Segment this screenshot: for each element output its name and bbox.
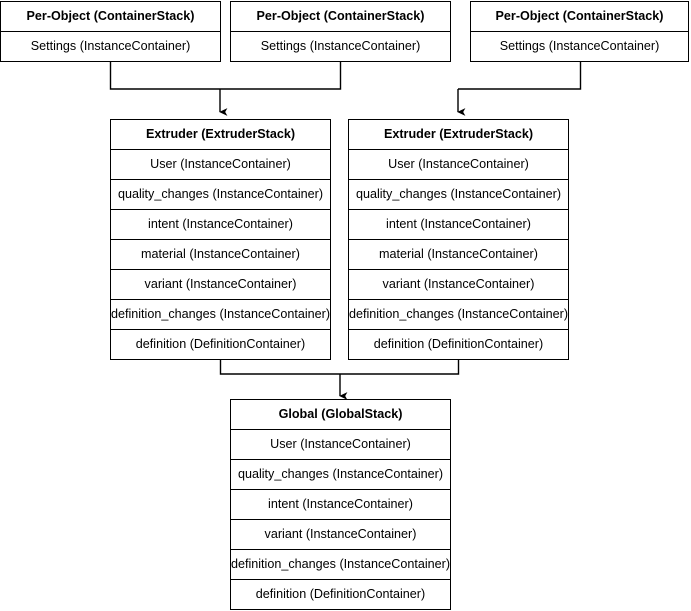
per-object-stack-3[interactable]: Per-Object (ContainerStack) Settings (In… (470, 1, 689, 62)
extruder-stack-right-row-variant: variant (InstanceContainer) (349, 270, 568, 300)
global-stack-header: Global (GlobalStack) (231, 400, 450, 430)
global-stack-row-quality-changes: quality_changes (InstanceContainer) (231, 460, 450, 490)
per-object-stack-2-row-settings: Settings (InstanceContainer) (260, 39, 421, 54)
extruder-stack-left-header: Extruder (ExtruderStack) (111, 120, 330, 150)
extruder-stack-right-row-quality-changes: quality_changes (InstanceContainer) (349, 180, 568, 210)
extruder-stack-right[interactable]: Extruder (ExtruderStack) User (InstanceC… (348, 119, 569, 360)
extruder-stack-right-row-intent: intent (InstanceContainer) (349, 210, 568, 240)
global-stack[interactable]: Global (GlobalStack) User (InstanceConta… (230, 399, 451, 610)
extruder-stack-right-row-user: User (InstanceContainer) (349, 150, 568, 180)
per-object-stack-2-header: Per-Object (ContainerStack) (231, 2, 450, 32)
extruder-stack-left-row-definition: definition (DefinitionContainer) (135, 337, 306, 352)
connector-perobject2-to-extruder-left (220, 62, 342, 90)
global-stack-row-definition: definition (DefinitionContainer) (255, 587, 426, 602)
extruder-stack-left-row-user: User (InstanceContainer) (111, 150, 330, 180)
connector-perobject3-to-extruder-right (458, 62, 582, 90)
extruder-stack-left[interactable]: Extruder (ExtruderStack) User (InstanceC… (110, 119, 331, 360)
global-stack-row-definition-changes: definition_changes (InstanceContainer) (231, 550, 450, 580)
extruder-stack-left-row-definition-changes: definition_changes (InstanceContainer) (111, 300, 330, 330)
global-stack-row-user: User (InstanceContainer) (231, 430, 450, 460)
per-object-stack-2[interactable]: Per-Object (ContainerStack) Settings (In… (230, 1, 451, 62)
extruder-stack-right-row-material: material (InstanceContainer) (349, 240, 568, 270)
per-object-stack-1[interactable]: Per-Object (ContainerStack) Settings (In… (0, 1, 221, 62)
extruder-stack-right-row-definition: definition (DefinitionContainer) (373, 337, 544, 352)
extruder-stack-left-row-quality-changes: quality_changes (InstanceContainer) (111, 180, 330, 210)
connector-perobject1-to-extruder-left (109, 62, 220, 90)
extruder-stack-left-row-variant: variant (InstanceContainer) (111, 270, 330, 300)
extruder-stack-right-header: Extruder (ExtruderStack) (349, 120, 568, 150)
global-stack-row-intent: intent (InstanceContainer) (231, 490, 450, 520)
connector-extruder-left-to-global (219, 359, 340, 375)
per-object-stack-3-row-settings: Settings (InstanceContainer) (499, 39, 660, 54)
extruder-stack-right-row-definition-changes: definition_changes (InstanceContainer) (349, 300, 568, 330)
per-object-stack-1-header: Per-Object (ContainerStack) (1, 2, 220, 32)
connector-extruder-right-to-global (340, 359, 460, 375)
global-stack-row-variant: variant (InstanceContainer) (231, 520, 450, 550)
extruder-stack-left-row-intent: intent (InstanceContainer) (111, 210, 330, 240)
per-object-stack-1-row-settings: Settings (InstanceContainer) (30, 39, 191, 54)
per-object-stack-3-header: Per-Object (ContainerStack) (471, 2, 688, 32)
extruder-stack-left-row-material: material (InstanceContainer) (111, 240, 330, 270)
